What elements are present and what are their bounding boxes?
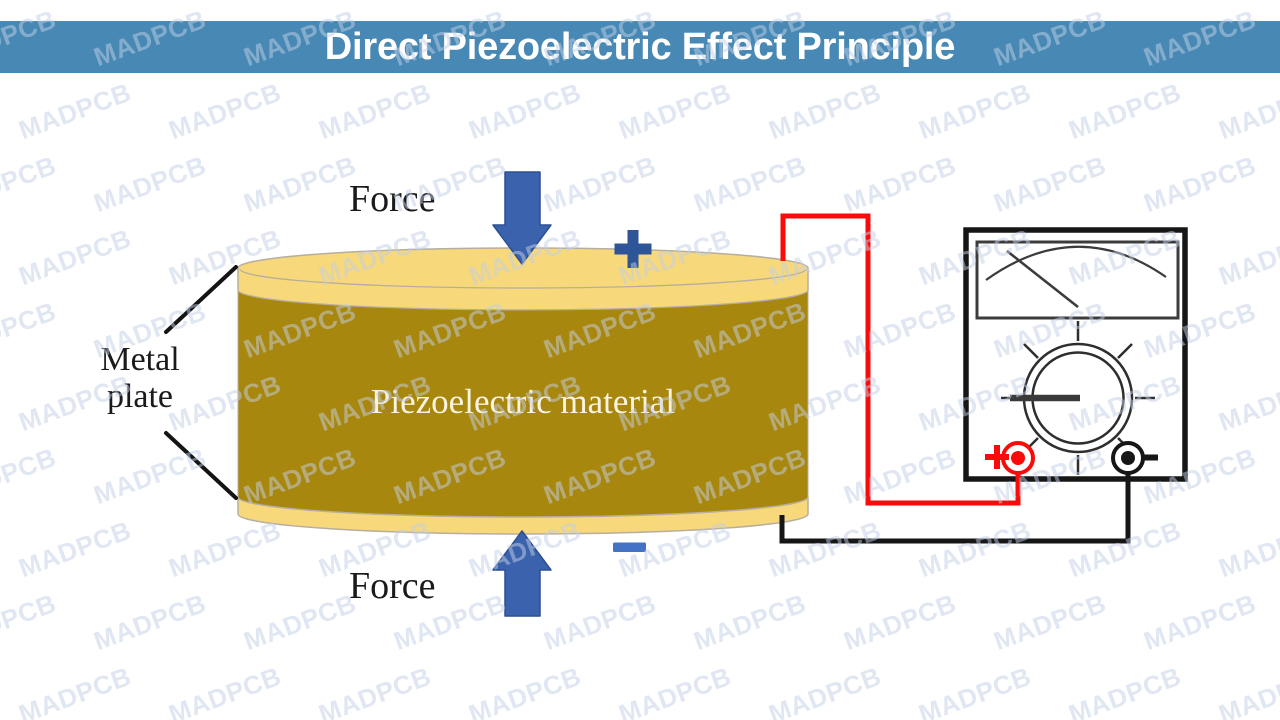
voltmeter xyxy=(963,227,1188,482)
force-label-bottom: Force xyxy=(349,565,436,607)
metal-plate-label-line1: Metal xyxy=(100,341,180,378)
top-face-rim-line xyxy=(239,268,807,289)
wire-negative xyxy=(779,459,1131,544)
minus-polarity-icon xyxy=(613,542,646,552)
plus-polarity-icon xyxy=(614,230,652,268)
page-title: Direct Piezoelectric Effect Principle xyxy=(324,25,956,68)
force-down-arrow xyxy=(492,171,552,265)
selector-knob xyxy=(1001,321,1155,475)
positive-terminal xyxy=(985,441,1035,475)
force-label-top: Force xyxy=(349,178,436,220)
positive-terminal-dot xyxy=(1011,451,1025,465)
negative-terminal-minus-icon xyxy=(1143,454,1158,461)
metal-plate-bottom xyxy=(237,496,809,535)
negative-terminal-dot xyxy=(1121,451,1135,465)
force-up-arrow xyxy=(492,530,552,617)
meter-scale-arc xyxy=(985,245,1167,281)
positive-terminal-plus-icon xyxy=(985,445,1009,469)
metal-plate-label: Metal plate xyxy=(75,341,205,415)
title-banner: Direct Piezoelectric Effect Principle xyxy=(0,21,1280,73)
pointer-line-top xyxy=(164,265,238,334)
piezo-material-label: Piezoelectric material xyxy=(370,382,676,421)
piezo-disc xyxy=(237,247,809,535)
pointer-line-bottom xyxy=(164,431,238,500)
metal-plate-label-line2: plate xyxy=(106,378,174,415)
negative-terminal xyxy=(1111,441,1158,475)
meter-needle xyxy=(1006,249,1079,309)
wire-positive xyxy=(780,213,1021,506)
